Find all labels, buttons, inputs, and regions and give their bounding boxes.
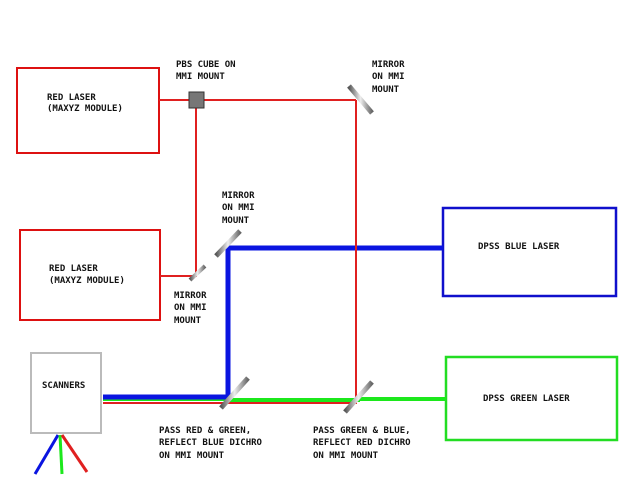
red-laser-2-box [19,229,161,321]
mirror-lower-label: MIRROR ON MMI MOUNT [174,291,212,326]
mirror-lower-icon [188,264,207,282]
red-laser-1-box [16,67,160,154]
mirror-middle-icon [214,229,242,258]
red-laser-2-label: RED LASER (MAXYZ MODULE) [49,264,125,286]
blue-beam [103,245,443,400]
scanner-output-blue [33,434,60,475]
mirror-top-right-icon [347,84,374,115]
dichro-red-icon [343,380,374,414]
green-laser-label: DPSS GREEN LASER [483,394,570,404]
pbs-cube-label: PBS CUBE ON MMI MOUNT [176,60,241,82]
pbs-cube-icon [188,91,205,109]
scanners-label: SCANNERS [42,381,85,391]
mirror-top-right-label: MIRROR ON MMI MOUNT [372,60,410,95]
dichro-blue-icon [219,376,250,410]
mirror-middle-label: MIRROR ON MMI MOUNT [222,191,260,226]
dichro-red-label: PASS GREEN & BLUE, REFLECT RED DICHRO ON… [313,426,416,461]
blue-laser-label: DPSS BLUE LASER [478,242,560,252]
dichro-blue-label: PASS RED & GREEN, REFLECT BLUE DICHRO ON… [159,426,267,461]
scanner-output-green [58,434,64,475]
red-beam-laser-2 [160,100,197,277]
scanners-box [30,352,102,434]
blue-laser-box [441,206,618,298]
red-laser-1-label: RED LASER (MAXYZ MODULE) [47,93,123,114]
scanner-output-red [60,434,89,473]
green-beam [228,397,446,402]
